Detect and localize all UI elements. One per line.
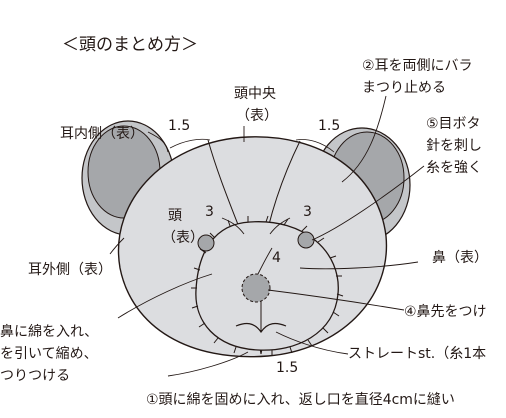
nose-step: 4	[272, 250, 281, 266]
leader-step1	[167, 351, 249, 377]
step5-line2: 針を刺し	[426, 138, 482, 154]
right-eye-step: 3	[303, 204, 312, 220]
leader-step5	[311, 165, 425, 241]
nose-tip	[241, 273, 271, 303]
head-center-label: 頭中央	[234, 86, 276, 102]
head-side-label: （表）	[162, 230, 204, 246]
step3-line2: を引いて縮め、	[0, 346, 98, 362]
step3-line1: 鼻に綿を入れ、	[0, 323, 98, 340]
leader-lines	[109, 95, 425, 377]
left-eye	[197, 234, 215, 252]
eye-nose-step-arrows	[221, 217, 291, 275]
head-center-side-label: （表）	[236, 108, 278, 124]
step3-line3: つりつける	[0, 368, 70, 384]
ear-inner-label: 耳内側（表）	[60, 126, 144, 142]
leader-step2	[341, 95, 387, 183]
ear-outer-label: 耳外側（表）	[28, 262, 112, 278]
head-label: 頭	[168, 208, 182, 224]
leader-step3	[117, 273, 213, 319]
right-eye	[297, 231, 315, 249]
leader-ear-inner	[147, 131, 169, 153]
left-seam-value: 1.5	[168, 118, 190, 134]
step1-label: ①頭に綿を固めに入れ、返し口を直径4cmに縫い	[146, 391, 455, 408]
leader-step4	[267, 289, 405, 311]
bottom-seam-value: 1.5	[276, 360, 298, 376]
leader-ear-outer	[109, 237, 125, 255]
step2-line1: ②耳を両側にバラ	[362, 58, 473, 74]
diagram-title: ＜頭のまとめ方＞	[62, 35, 198, 55]
left-seam-allowance	[169, 138, 211, 149]
step4-label: ④鼻先をつけ	[404, 303, 487, 320]
right-seam-value: 1.5	[318, 118, 340, 134]
left-eye-step: 3	[205, 204, 214, 220]
straight-stitch-label: ストレートst.（糸1本	[348, 346, 486, 362]
muzzle-stitches	[191, 215, 344, 356]
step5-line1: ⑤目ボタ	[426, 116, 481, 132]
step5-line3: 糸を強く	[426, 160, 482, 176]
right-seam-allowance	[295, 139, 335, 153]
nose-label: 鼻（表）	[432, 249, 488, 266]
leader-nose	[299, 261, 419, 270]
leader-straight	[275, 331, 349, 355]
step2-line2: まつり止める	[362, 80, 446, 96]
